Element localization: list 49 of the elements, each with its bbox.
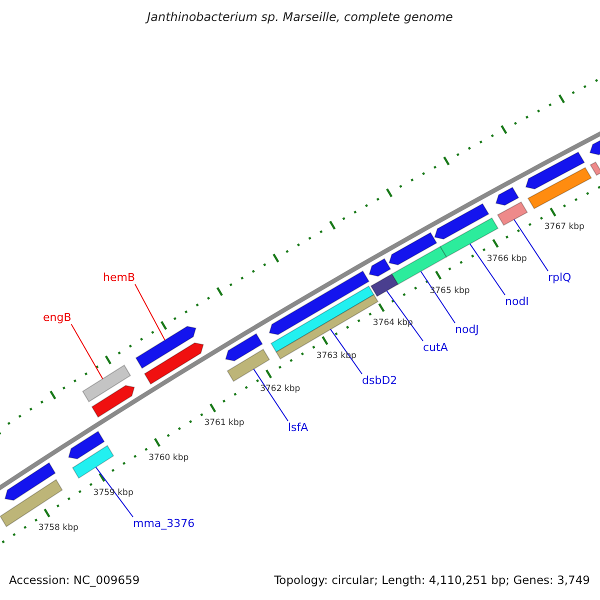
gene-feature	[495, 186, 520, 206]
gene-feature	[434, 203, 490, 240]
gene-label: cutA	[423, 341, 448, 354]
leader-line	[514, 219, 548, 272]
leader-line	[253, 368, 288, 422]
scale-label: 3758 kbp	[38, 523, 78, 534]
leader-line	[95, 466, 134, 518]
gene-feature	[268, 270, 370, 336]
gene-feature	[370, 273, 399, 298]
gene-label: mma_3376	[133, 517, 195, 530]
gene-label: hemB	[103, 271, 136, 284]
gene-feature	[226, 348, 270, 382]
scale-label: 3766 kbp	[486, 254, 527, 264]
gene-feature	[68, 430, 105, 460]
gene-feature	[590, 161, 600, 176]
gene-feature	[368, 258, 392, 277]
genome-stats-text: Topology: circular; Length: 4,110,251 bp; Genes: 3,749	[274, 574, 590, 588]
gene-feature	[270, 285, 375, 353]
scale-label: 3761 kbp	[204, 418, 244, 428]
scale-label: 3767 kbp	[544, 222, 584, 233]
scale-label: 3760 kbp	[148, 452, 189, 463]
gene-feature	[144, 342, 204, 385]
leader-line	[469, 243, 506, 296]
accession-text: Accession: NC_009659	[9, 574, 140, 588]
gene-label: dsbD2	[362, 374, 398, 388]
gene-feature	[82, 364, 132, 402]
gene-feature	[391, 246, 448, 285]
gene-feature	[589, 139, 600, 156]
gene-feature	[72, 444, 114, 479]
gene-feature	[496, 201, 528, 226]
leader-line	[134, 284, 166, 341]
leader-line	[70, 324, 104, 380]
leader-line	[330, 328, 362, 374]
gene-label: lsfA	[288, 421, 308, 434]
gene-feature	[135, 326, 196, 369]
gene-feature	[4, 462, 56, 501]
gene-feature	[91, 385, 135, 418]
gene-label: engB	[43, 311, 72, 324]
gene-feature	[388, 232, 438, 266]
gene-feature	[525, 151, 586, 190]
scale-label: 3759 kbp	[93, 488, 134, 498]
leader-line	[386, 290, 424, 342]
gene-label: nodI	[505, 295, 529, 308]
map-title: Janthinobacterium sp. Marseille, complete genome	[147, 10, 453, 24]
gene-feature	[527, 166, 592, 210]
gene-label: nodJ	[455, 323, 479, 336]
gene-label: rplQ	[548, 271, 572, 284]
gene-feature	[225, 333, 264, 362]
leader-line	[420, 270, 456, 324]
